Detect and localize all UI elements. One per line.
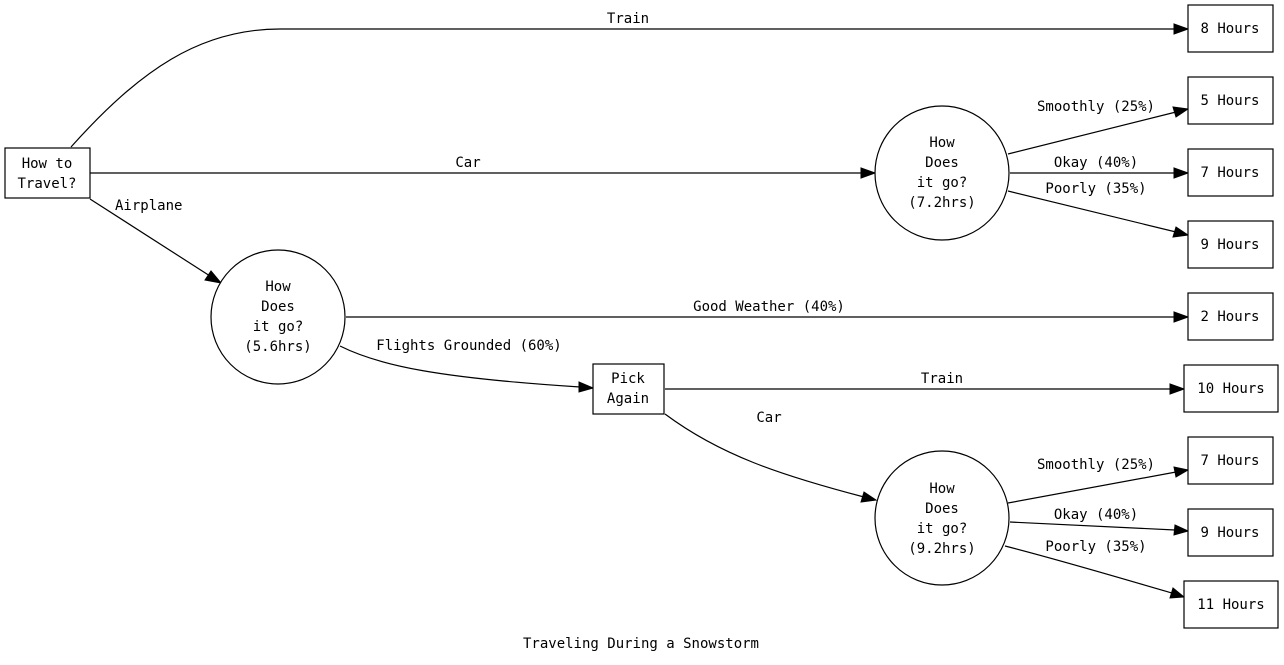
node-label-line: How: [929, 135, 955, 151]
edge-label: Poorly (35%): [1045, 181, 1146, 197]
edge-car2-poor: Poorly (35%): [1004, 539, 1186, 599]
node-label-line: 11 Hours: [1197, 597, 1264, 613]
edge-label: Airplane: [115, 198, 182, 214]
node-outcome-7-hours-b: 7 Hours: [1187, 436, 1274, 485]
node-label-line: 10 Hours: [1197, 381, 1264, 397]
node-label-line: Again: [607, 391, 649, 407]
node-label-line: 2 Hours: [1200, 309, 1259, 325]
node-label-line: (9.2hrs): [908, 541, 975, 557]
edge-label: Smoothly (25%): [1037, 457, 1155, 473]
node-outcome-5-hours: 5 Hours: [1187, 76, 1274, 125]
node-air-chance: How Does it go? (5.6hrs): [210, 249, 346, 385]
node-label-line: 8 Hours: [1200, 21, 1259, 37]
node-label-line: Travel?: [17, 176, 76, 192]
edge-air-good: Good Weather (40%): [346, 299, 1190, 323]
edge-label: Car: [455, 155, 480, 171]
edge-label: Okay (40%): [1054, 155, 1138, 171]
node-label-line: it go?: [917, 521, 968, 537]
node-outcome-7-hours: 7 Hours: [1187, 148, 1274, 197]
node-label-line: it go?: [253, 319, 304, 335]
node-outcome-11-hours: 11 Hours: [1183, 580, 1279, 629]
edge-label: Smoothly (25%): [1037, 99, 1155, 115]
node-outcome-2-hours: 2 Hours: [1187, 292, 1274, 341]
node-car-chance: How Does it go? (7.2hrs): [874, 105, 1010, 241]
edge-car2-smooth: Smoothly (25%): [1007, 457, 1190, 504]
edge-car-poor: Poorly (35%): [1007, 181, 1190, 238]
node-label-line: 9 Hours: [1200, 525, 1259, 541]
edge-label: Flights Grounded (60%): [376, 338, 561, 354]
node-label-line: 5 Hours: [1200, 93, 1259, 109]
edge-label: Train: [607, 11, 649, 27]
edge-label: Car: [756, 410, 781, 426]
node-label-line: Does: [261, 299, 295, 315]
node-label-line: How: [265, 279, 291, 295]
edge-pick-train: Train: [665, 371, 1186, 395]
edge-car2-okay: Okay (40%): [1009, 507, 1190, 536]
node-outcome-9-hours: 9 Hours: [1187, 220, 1274, 269]
edge-label: Okay (40%): [1054, 507, 1138, 523]
edge-label: Train: [921, 371, 963, 387]
node-label-line: (5.6hrs): [244, 339, 311, 355]
node-label-line: How to: [22, 156, 73, 172]
node-label-line: 7 Hours: [1200, 453, 1259, 469]
edge-label: Poorly (35%): [1045, 539, 1146, 555]
node-label-line: 9 Hours: [1200, 237, 1259, 253]
node-label-line: Does: [925, 501, 959, 517]
node-car2-chance: How Does it go? (9.2hrs): [874, 450, 1010, 586]
edge-air-grounded: Flights Grounded (60%): [339, 338, 595, 393]
node-label-line: 7 Hours: [1200, 165, 1259, 181]
node-label-line: (7.2hrs): [908, 195, 975, 211]
edge-start-airplane: Airplane: [89, 198, 223, 284]
node-outcome-8-hours: 8 Hours: [1187, 4, 1274, 53]
node-outcome-9-hours-b: 9 Hours: [1187, 508, 1274, 557]
edge-car-smooth: Smoothly (25%): [1007, 99, 1190, 155]
edge-pick-car: Car: [664, 410, 878, 503]
node-pick-again: Pick Again: [592, 363, 665, 415]
node-label-line: it go?: [917, 175, 968, 191]
node-label-line: Does: [925, 155, 959, 171]
edge-label: Good Weather (40%): [693, 299, 845, 315]
edge-start-train: Train: [70, 11, 1190, 148]
node-label-line: How: [929, 481, 955, 497]
edges: Train Car Airplane Smoothly (25%) Okay (…: [70, 11, 1190, 599]
edge-start-car: Car: [90, 155, 877, 179]
node-outcome-10-hours: 10 Hours: [1183, 364, 1279, 413]
node-label-line: Pick: [611, 371, 645, 387]
diagram-title: Traveling During a Snowstorm: [523, 636, 759, 652]
nodes: How to Travel? How Does it go? (7.2hrs) …: [4, 4, 1279, 629]
edge-car-okay: Okay (40%): [1010, 155, 1190, 179]
node-how-to-travel: How to Travel?: [4, 147, 91, 199]
